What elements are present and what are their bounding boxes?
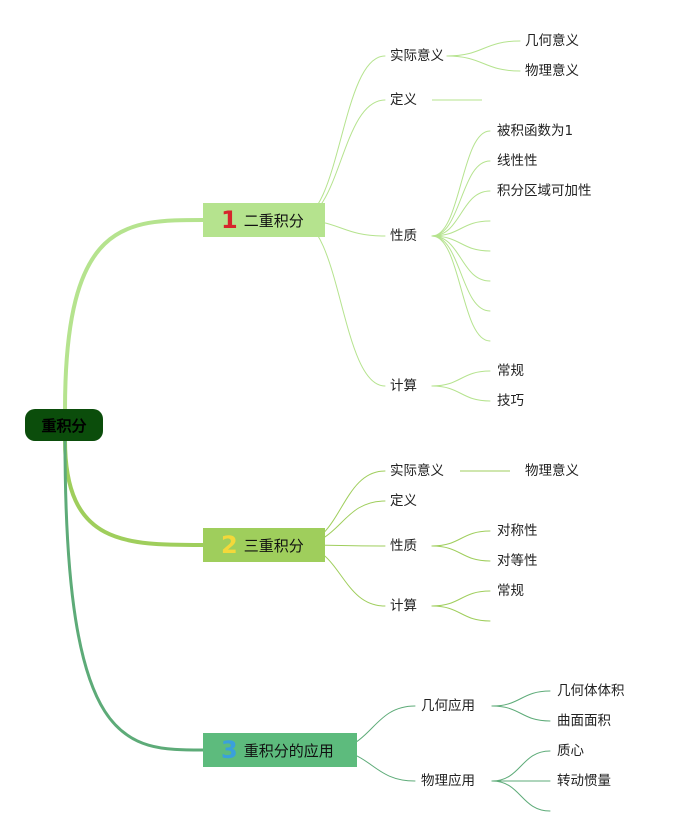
topic-3-2-1[interactable]: 质心 xyxy=(557,743,584,759)
topic-1-1-1[interactable]: 几何意义 xyxy=(525,33,579,49)
topic-1-2[interactable]: 定义 xyxy=(390,92,417,108)
link-1-3-leaf-8 xyxy=(431,235,491,342)
topic-2-3-2[interactable]: 对等性 xyxy=(497,553,538,569)
topic-1-1[interactable]: 实际意义 xyxy=(390,48,444,64)
number-2-icon: 2 xyxy=(221,531,238,559)
branch-label-1: 二重积分 xyxy=(243,211,304,230)
link-1-3-leaf-4 xyxy=(431,220,491,237)
topic-2-3-1[interactable]: 对称性 xyxy=(497,523,538,539)
topic-3-2[interactable]: 物理应用 xyxy=(421,773,475,789)
link-1-1-leaf-2 xyxy=(446,55,521,72)
link-branch-1-topic-4 xyxy=(296,219,386,387)
link-1-1-leaf-1 xyxy=(446,40,521,57)
topic-2-4-1[interactable]: 常规 xyxy=(497,583,524,599)
link-2-3-leaf-2 xyxy=(431,545,491,562)
link-3-2-leaf-3 xyxy=(491,780,551,812)
branch-node-3[interactable]: 3 重积分的应用 xyxy=(203,733,357,767)
topic-3-1-1[interactable]: 几何体体积 xyxy=(557,683,625,699)
topic-2-4[interactable]: 计算 xyxy=(390,598,417,614)
root-node[interactable]: 重积分 xyxy=(25,409,103,441)
link-1-3-leaf-1 xyxy=(431,130,491,237)
topic-1-4[interactable]: 计算 xyxy=(390,378,417,394)
link-3-1-leaf-2 xyxy=(491,705,551,722)
link-root-branch-2 xyxy=(63,438,205,547)
link-3-1-leaf-1 xyxy=(491,690,551,707)
link-1-3-leaf-6 xyxy=(431,235,491,282)
link-1-3-leaf-3 xyxy=(431,190,491,237)
branch-label-2: 三重积分 xyxy=(243,536,304,555)
link-branch-1-topic-2 xyxy=(296,99,386,221)
topic-1-3[interactable]: 性质 xyxy=(390,228,417,244)
topic-2-1[interactable]: 实际意义 xyxy=(390,463,444,479)
number-3-icon: 3 xyxy=(221,736,238,764)
link-root-branch-1 xyxy=(63,218,205,412)
link-2-4-leaf-1 xyxy=(431,590,491,607)
branch-node-2[interactable]: 2 三重积分 xyxy=(203,528,325,562)
number-1-icon: 1 xyxy=(221,206,238,234)
link-1-4-leaf-2 xyxy=(431,385,491,402)
topic-3-1[interactable]: 几何应用 xyxy=(421,698,475,714)
link-2-4-leaf-2 xyxy=(431,605,491,622)
link-1-3-leaf-2 xyxy=(431,160,491,237)
topic-1-3-1[interactable]: 被积函数为1 xyxy=(497,123,574,139)
topic-1-4-2[interactable]: 技巧 xyxy=(497,393,524,409)
link-3-2-leaf-1 xyxy=(491,750,551,782)
link-branch-1-topic-1 xyxy=(296,55,386,221)
topic-2-2[interactable]: 定义 xyxy=(390,493,417,509)
link-2-3-leaf-1 xyxy=(431,530,491,547)
link-1-4-leaf-1 xyxy=(431,370,491,387)
link-1-3-leaf-5 xyxy=(431,235,491,252)
topic-2-1-1[interactable]: 物理意义 xyxy=(525,463,579,479)
branch-node-1[interactable]: 1 二重积分 xyxy=(203,203,325,237)
topic-3-1-2[interactable]: 曲面面积 xyxy=(557,713,611,729)
link-1-3-leaf-7 xyxy=(431,235,491,312)
branch-label-3: 重积分的应用 xyxy=(243,741,334,760)
link-root-branch-3 xyxy=(63,438,205,752)
root-label: 重积分 xyxy=(41,416,87,435)
topic-1-3-2[interactable]: 线性性 xyxy=(497,153,538,169)
topic-3-2-2[interactable]: 转动惯量 xyxy=(557,773,611,789)
topic-1-3-3[interactable]: 积分区域可加性 xyxy=(497,183,592,199)
topic-2-3[interactable]: 性质 xyxy=(390,538,417,554)
topic-1-4-1[interactable]: 常规 xyxy=(497,363,524,379)
topic-1-1-2[interactable]: 物理意义 xyxy=(525,63,579,79)
